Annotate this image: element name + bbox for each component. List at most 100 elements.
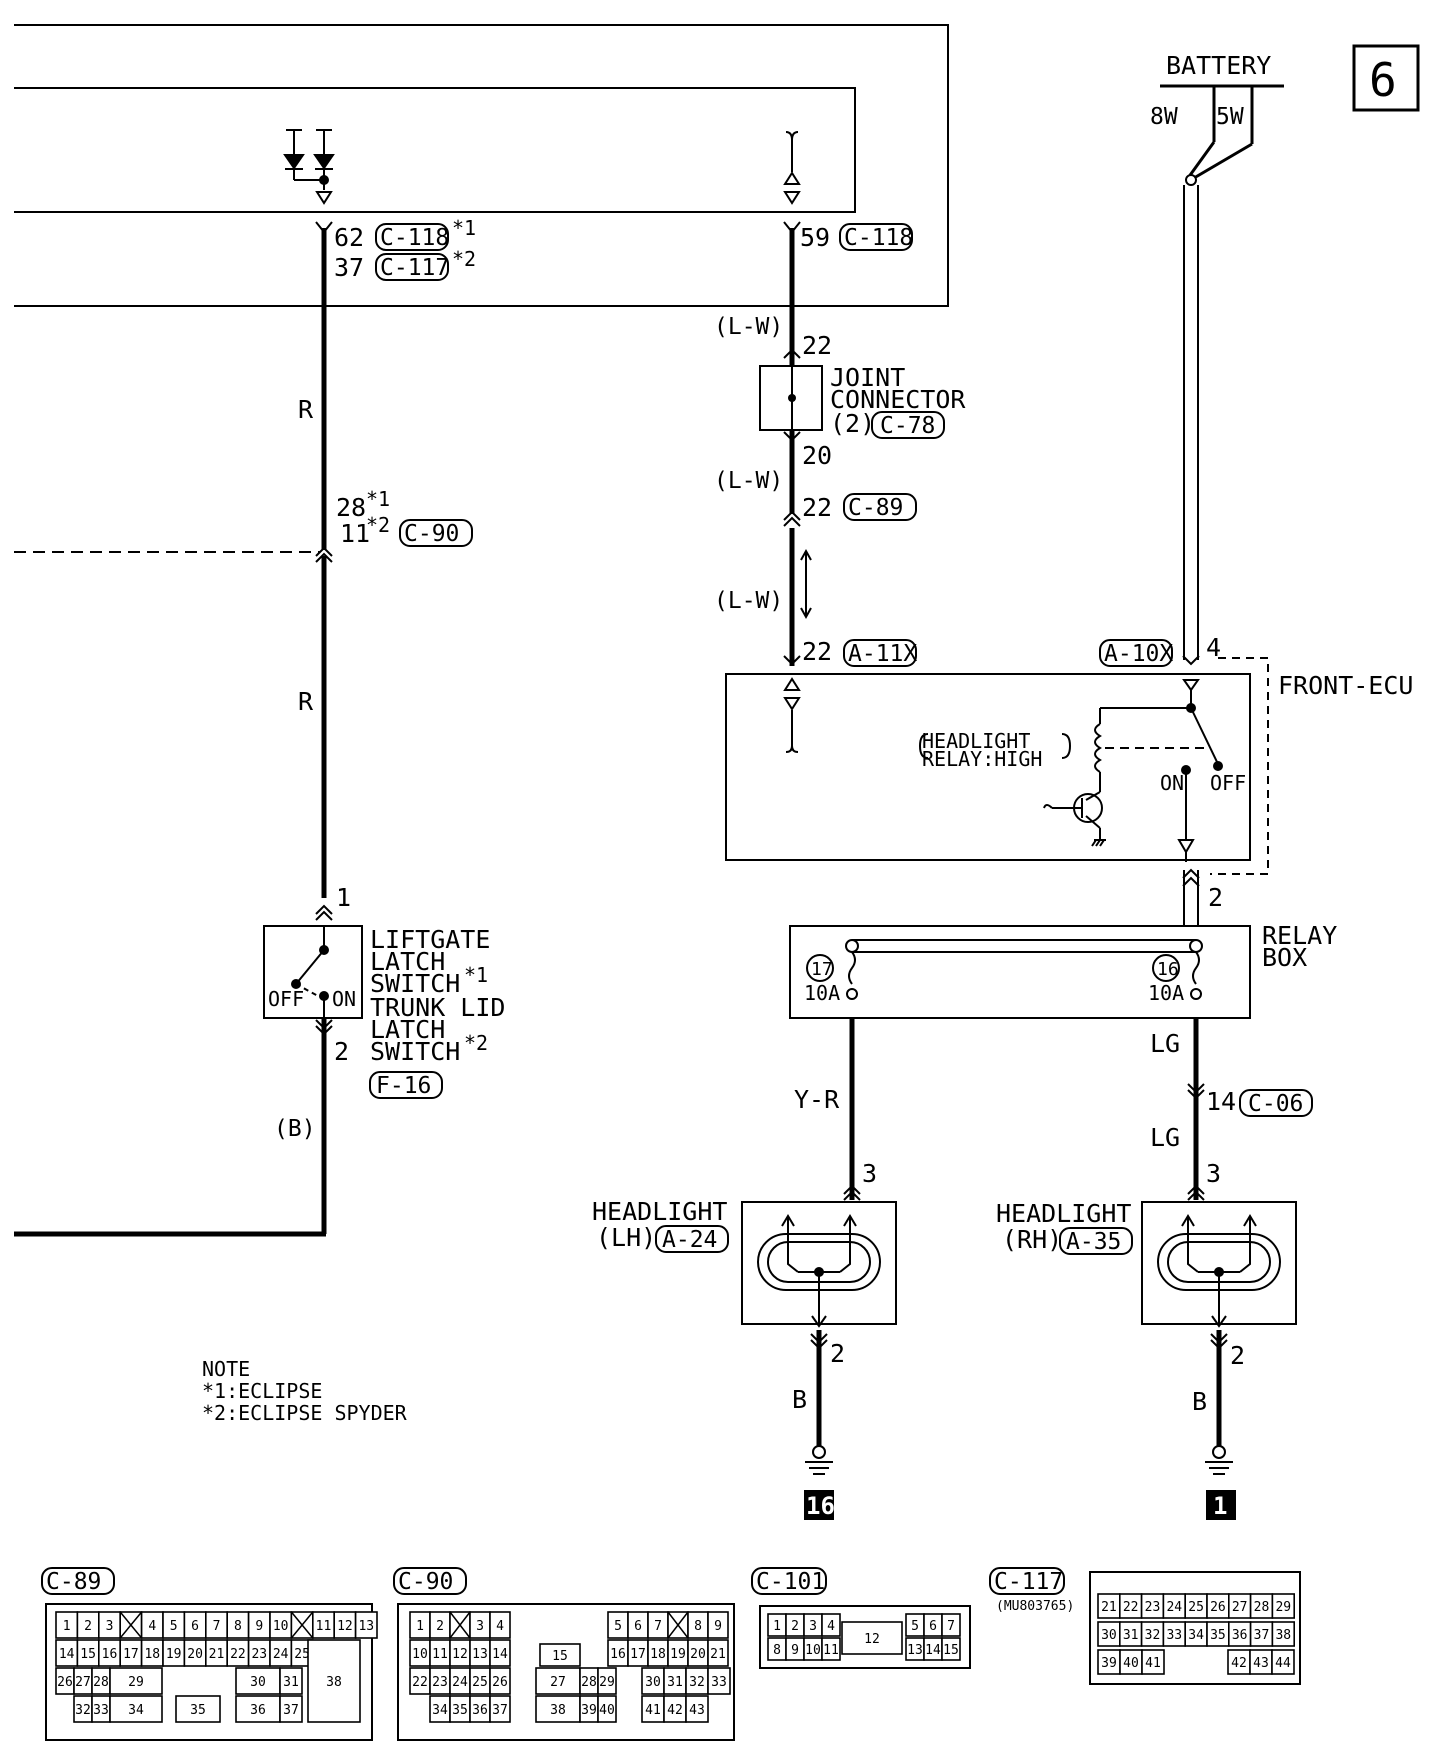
c90-cell — [597, 1695, 617, 1723]
connector-tag-a24: A-24 — [655, 1225, 729, 1253]
c101-pin-label: 5 — [911, 1619, 919, 1634]
c90-pin-label: 6 — [634, 1619, 642, 1634]
wire-r — [14, 228, 327, 1237]
connector-tag-c78: C-78 — [871, 411, 945, 439]
ground-point-16: 16 — [806, 1492, 835, 1520]
svg-text:F-16: F-16 — [376, 1073, 431, 1099]
c90-pin-label: 11 — [432, 1647, 448, 1662]
lh-pin-2: 2 — [830, 1339, 845, 1368]
liftgate-pin-2: 2 — [334, 1037, 349, 1066]
c117-pin-label: 24 — [1166, 1600, 1182, 1615]
c90-cell — [535, 1667, 581, 1695]
c89-pin-label: 14 — [59, 1647, 75, 1662]
c101-pin-label: 9 — [791, 1643, 799, 1658]
c90-pin-label: 25 — [472, 1675, 488, 1690]
c89-pin-label: 24 — [273, 1647, 289, 1662]
svg-text:C-89: C-89 — [46, 1569, 101, 1595]
c90-pin-label: 10 — [412, 1647, 428, 1662]
liftgate-note-1: *1 — [464, 963, 488, 987]
svg-text:C-90: C-90 — [398, 1569, 453, 1595]
connector-tag-a10x: A-10X — [1099, 639, 1173, 667]
wire-color-r-2: R — [298, 687, 314, 716]
relay-box-label-2: BOX — [1262, 943, 1307, 972]
front-ecu-dashed-outline — [1210, 657, 1269, 875]
c117-pin-label: 21 — [1101, 1600, 1117, 1615]
battery-fusible-links — [1186, 86, 1254, 180]
c90-pin-label: 28 — [581, 1675, 597, 1690]
c90-pin-label: 23 — [432, 1675, 448, 1690]
c101-pin-label: 15 — [943, 1643, 959, 1658]
c89-pin-label: 34 — [128, 1703, 144, 1718]
battery-label: BATTERY — [1166, 51, 1271, 80]
liftgate-label-6: SWITCH — [370, 1037, 460, 1066]
c89-pin-label: 38 — [326, 1675, 342, 1690]
jc-pin-22: 22 — [802, 331, 832, 360]
c101-pin-label: 1 — [773, 1619, 781, 1634]
c90-cell — [707, 1667, 731, 1695]
connector-tag-f16: F-16 — [369, 1071, 443, 1099]
c90-pin-label: 30 — [645, 1675, 661, 1690]
note-ref-c90-1: *1 — [366, 487, 390, 511]
c90-pin-label: 35 — [452, 1703, 468, 1718]
c101-pin-label: 14 — [925, 1643, 941, 1658]
wire-color-lw-1: (L-W) — [714, 314, 783, 340]
lh-pin-3: 3 — [862, 1159, 877, 1188]
c90-pin-label: 5 — [614, 1619, 622, 1634]
conn-view-c117-part: (MU803765) — [996, 1599, 1074, 1614]
liftgate-label-4: TRUNK LID — [370, 993, 505, 1022]
fuse-16-circle — [1152, 954, 1180, 982]
c117-pin-label: 36 — [1232, 1628, 1248, 1643]
c90-pin-label: 2 — [436, 1619, 444, 1634]
c89-cell — [235, 1695, 281, 1723]
c89-pin-label: 10 — [273, 1619, 289, 1634]
c89-pin-label: 35 — [190, 1703, 206, 1718]
c117-pin-label: 28 — [1254, 1600, 1270, 1615]
c90-pin-label: 32 — [689, 1675, 705, 1690]
c89-pin-label: 33 — [93, 1703, 109, 1718]
svg-text:A-35: A-35 — [1066, 1229, 1121, 1255]
note-title: NOTE — [202, 1357, 250, 1381]
front-ecu-pin-2: 2 — [1208, 883, 1223, 912]
fuse-5w-label: 5W — [1216, 104, 1244, 130]
connector-tag-c118-b: C-118 — [839, 223, 913, 251]
pin-59-label: 59 — [800, 223, 830, 252]
c89-pin-label: 2 — [84, 1619, 92, 1634]
c90-pin-label: 22 — [412, 1675, 428, 1690]
c89-pin-label: 1 — [63, 1619, 71, 1634]
wire-color-b-lh: B — [792, 1385, 807, 1414]
wire-color-lw-2: (L-W) — [714, 468, 783, 494]
c90-pin-label: 15 — [552, 1649, 568, 1664]
c101-cell — [821, 1637, 841, 1661]
bidirectional-arrow — [800, 548, 812, 620]
connector-tag-a11x: A-11X — [843, 639, 917, 667]
c90-pin-label: 16 — [610, 1647, 626, 1662]
c101-pin-label: 8 — [773, 1643, 781, 1658]
c90-pin-label: 31 — [667, 1675, 683, 1690]
connector-marks-ground — [810, 1333, 1228, 1350]
pin-11-label: 11 — [340, 519, 370, 548]
c89-pin-label: 27 — [75, 1675, 91, 1690]
c89-blank-mark — [290, 1611, 314, 1639]
c90-pin-label: 41 — [645, 1703, 661, 1718]
c90-pin-label: 29 — [599, 1675, 615, 1690]
c117-pin-label: 43 — [1253, 1656, 1269, 1671]
c89-pin-label: 26 — [57, 1675, 73, 1690]
relay-off-label: OFF — [1210, 771, 1246, 795]
ecu-outer-frame — [14, 24, 949, 307]
c117-pin-label: 44 — [1275, 1656, 1291, 1671]
c90-pin-label: 36 — [472, 1703, 488, 1718]
c90-blank-mark — [449, 1611, 471, 1639]
pin-28-label: 28 — [336, 493, 366, 522]
c89-pin-label: 21 — [209, 1647, 225, 1662]
pin-62-label: 62 — [334, 223, 364, 252]
c89-pin-label: 20 — [187, 1647, 203, 1662]
c90-cell — [489, 1611, 511, 1639]
c89-pin-label: 16 — [102, 1647, 118, 1662]
c89-pin-label: 13 — [358, 1619, 374, 1634]
ecu-inner-frame — [14, 87, 856, 213]
c90-pin-label: 12 — [452, 1647, 468, 1662]
note-ref-2: *2 — [452, 247, 476, 271]
relay-label-1: HEADLIGHT — [922, 729, 1030, 753]
